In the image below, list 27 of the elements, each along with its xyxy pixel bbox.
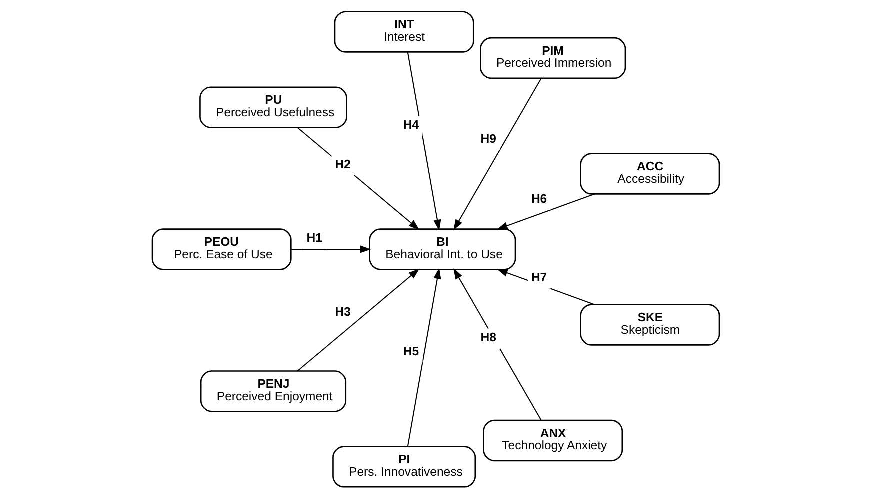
edge-label: H9 xyxy=(480,132,496,146)
node-box: SKE Skepticism xyxy=(580,304,720,346)
arrow xyxy=(290,246,371,254)
arrow xyxy=(406,268,441,447)
node-box: PENJ Perceived Enjoyment xyxy=(200,370,346,412)
arrow xyxy=(453,268,542,421)
node-box: PEOU Perc. Ease of Use xyxy=(151,228,292,270)
node-box: BI Behavioral Int. to Use xyxy=(368,228,516,270)
node-box: INT Interest xyxy=(334,11,474,53)
edge-label: H2 xyxy=(334,157,350,172)
arrow xyxy=(406,52,441,231)
node-box: PIM Perceived Immersion xyxy=(480,37,626,80)
edge-label: H3 xyxy=(334,305,350,320)
arrow xyxy=(296,128,420,230)
edge-label: H1 xyxy=(306,231,322,246)
edge-label: H5 xyxy=(402,344,419,358)
arrow xyxy=(296,268,420,372)
edge-label: H8 xyxy=(480,330,496,345)
arrow xyxy=(496,194,594,230)
arrow xyxy=(453,78,542,231)
node-box: ACC Accessibility xyxy=(580,153,720,195)
edge-label: H7 xyxy=(530,270,547,285)
node-box: ANX Technology Anxiety xyxy=(482,420,623,462)
edge-label: H4 xyxy=(402,118,419,132)
edge-label: H6 xyxy=(530,192,547,206)
node-box: PI Pers. Innovativeness xyxy=(332,446,476,488)
node-box: PU Perceived Usefulness xyxy=(199,86,347,128)
